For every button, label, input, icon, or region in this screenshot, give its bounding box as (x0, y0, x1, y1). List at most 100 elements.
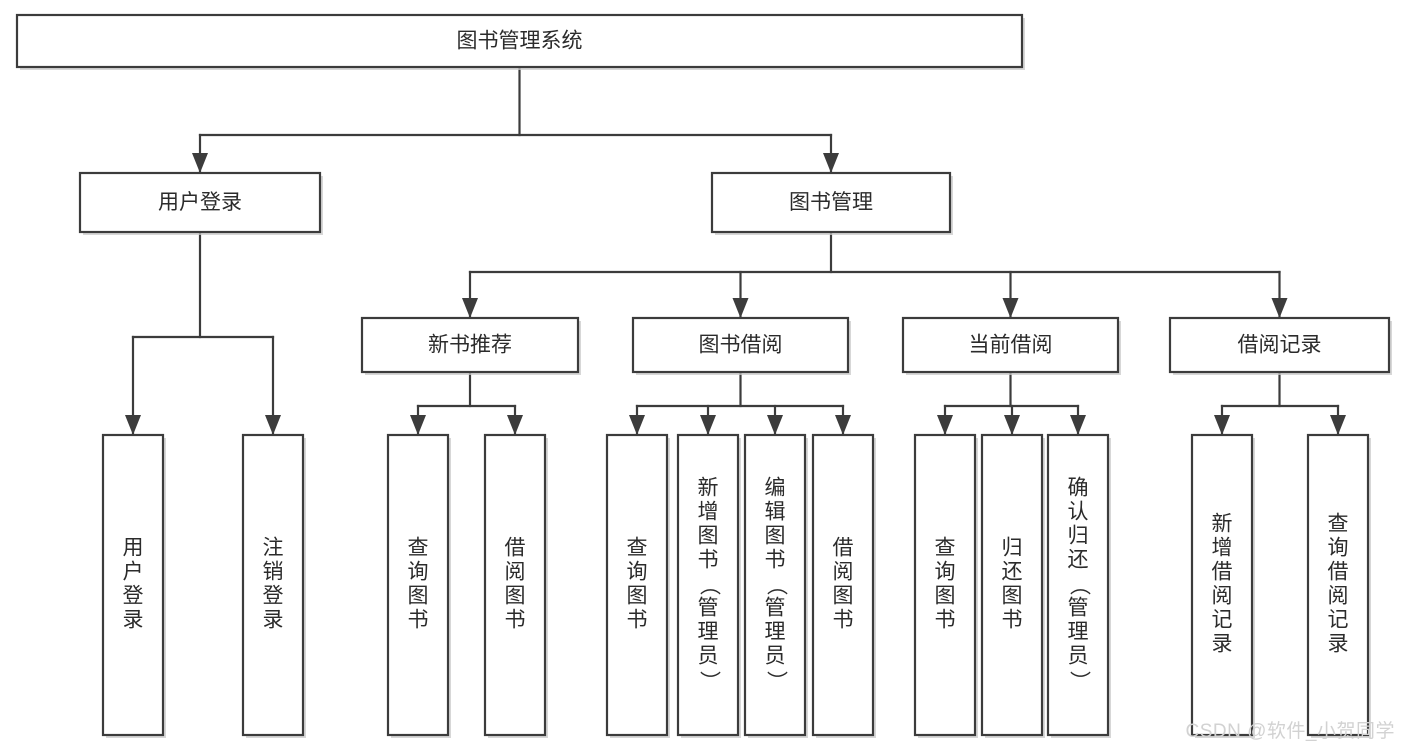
node-label: （ (697, 575, 720, 596)
node-label: 图 (408, 585, 429, 608)
node-label: 阅 (833, 561, 854, 584)
node-label: 销 (263, 561, 284, 584)
node-label: 新 (1212, 513, 1233, 536)
connector-arrowhead (1070, 415, 1086, 435)
connector-arrowhead (937, 415, 953, 435)
node-label: 注 (263, 537, 284, 560)
node-label: 书 (627, 609, 648, 632)
node-leaf-0[interactable]: 用户登录 (101, 433, 166, 738)
node-label: 归 (1002, 537, 1023, 560)
node-label: 图 (698, 525, 719, 548)
node-label: 录 (263, 609, 284, 632)
node-layer: 图书管理系统用户登录图书管理新书推荐图书借阅当前借阅借阅记录用户登录注销登录查询… (15, 13, 1392, 738)
node-label: 员 (698, 645, 719, 668)
node-l2-0[interactable]: 用户登录 (78, 171, 323, 235)
node-l3-1[interactable]: 图书借阅 (631, 316, 851, 375)
node-label: 还 (1002, 561, 1023, 584)
node-root-0[interactable]: 图书管理系统 (15, 13, 1025, 70)
node-label: 认 (1068, 501, 1089, 524)
node-label: 录 (1328, 633, 1349, 656)
node-label: 记 (1212, 609, 1233, 632)
node-label: 录 (123, 609, 144, 632)
connector-arrowhead (732, 298, 749, 318)
csdn-watermark: CSDN @软件_小贺同学 (1185, 721, 1395, 742)
node-label: 查 (408, 537, 429, 560)
connector-arrowhead (410, 415, 426, 435)
node-label: 阅 (1328, 585, 1349, 608)
node-label: 辑 (765, 501, 786, 524)
connector-arrowhead (767, 415, 783, 435)
node-label: 询 (935, 561, 956, 584)
connector-arrowhead (629, 415, 645, 435)
node-label: ） (697, 671, 720, 692)
node-label: 借 (1328, 561, 1349, 584)
connector-arrowhead (1271, 298, 1288, 318)
connector-arrowhead (700, 415, 716, 435)
node-label: 归 (1068, 525, 1089, 548)
node-label: 图书借阅 (699, 334, 783, 357)
node-l3-3[interactable]: 借阅记录 (1168, 316, 1392, 375)
node-label: 管 (1068, 597, 1089, 620)
node-l3-0[interactable]: 新书推荐 (360, 316, 581, 375)
node-label: 查 (935, 537, 956, 560)
node-label: 阅 (1212, 585, 1233, 608)
node-label: 图书管理系统 (457, 30, 583, 53)
node-label: 图 (1002, 585, 1023, 608)
node-label: 图 (833, 585, 854, 608)
node-label: 员 (765, 645, 786, 668)
node-label: （ (1067, 575, 1090, 596)
node-label: 登 (123, 585, 144, 608)
node-label: 图 (627, 585, 648, 608)
node-label: ） (1067, 671, 1090, 692)
node-label: 员 (1068, 645, 1089, 668)
node-label: 增 (1212, 537, 1233, 560)
node-label: 记 (1328, 609, 1349, 632)
node-label: 书 (833, 609, 854, 632)
node-label: 书 (935, 609, 956, 632)
connector-layer (125, 65, 1346, 436)
node-label: 增 (698, 501, 719, 524)
node-label: 户 (123, 561, 144, 584)
node-label: 书 (1002, 609, 1023, 632)
node-label: 借阅记录 (1238, 334, 1322, 357)
node-label: 书 (408, 609, 429, 632)
connector-arrowhead (1330, 415, 1346, 435)
node-l3-2[interactable]: 当前借阅 (901, 316, 1121, 375)
node-label: 当前借阅 (969, 334, 1053, 357)
connector-arrowhead (125, 415, 141, 435)
node-label: 查 (1328, 513, 1349, 536)
node-label: 理 (698, 621, 719, 644)
node-l2-1[interactable]: 图书管理 (710, 171, 953, 235)
connector-arrowhead (265, 415, 281, 435)
connector-arrowhead (507, 415, 523, 435)
node-label: （ (764, 575, 787, 596)
node-label: 图 (935, 585, 956, 608)
node-label: 图 (765, 525, 786, 548)
node-label: 书 (698, 549, 719, 572)
node-label: 用户登录 (158, 191, 242, 214)
connector-arrowhead (835, 415, 851, 435)
node-label: 询 (408, 561, 429, 584)
connector-arrowhead (192, 153, 208, 173)
connector-arrowhead (1004, 415, 1020, 435)
node-label: 借 (505, 537, 526, 560)
node-label: 还 (1068, 549, 1089, 572)
node-label: 书 (765, 549, 786, 572)
connector-arrowhead (462, 298, 478, 318)
node-label: 查 (627, 537, 648, 560)
node-label: 管 (765, 597, 786, 620)
